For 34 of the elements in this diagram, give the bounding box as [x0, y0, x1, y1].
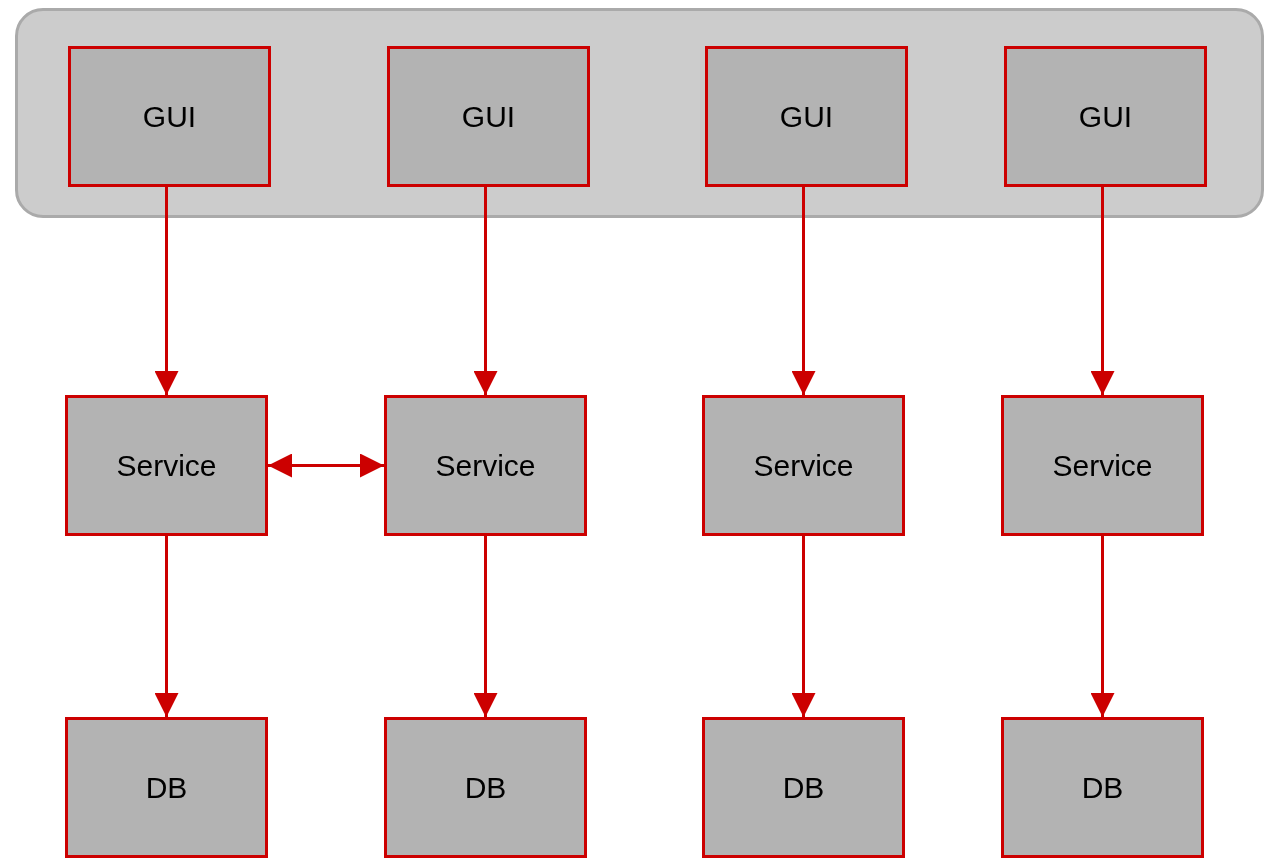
arrow — [791, 184, 816, 395]
arrow — [1090, 536, 1115, 717]
process-box — [1001, 717, 1204, 858]
arrow — [473, 184, 498, 395]
box-label: DB — [145, 770, 188, 806]
arrow — [791, 536, 816, 717]
process-box — [65, 395, 268, 536]
arrow — [473, 536, 498, 717]
process-box — [384, 395, 587, 536]
box-label: DB — [782, 770, 825, 806]
process-box — [702, 717, 905, 858]
process-box — [1001, 395, 1204, 536]
box-label: DB — [1081, 770, 1124, 806]
arrow — [268, 453, 384, 478]
arrow — [154, 536, 179, 717]
process-box — [68, 46, 271, 187]
process-box — [387, 46, 590, 187]
arrow — [154, 184, 179, 395]
process-box — [705, 46, 908, 187]
process-box — [65, 717, 268, 858]
process-box — [702, 395, 905, 536]
box-label: DB — [464, 770, 507, 806]
arrow — [1090, 184, 1115, 395]
process-box — [1004, 46, 1207, 187]
box-label: GUI — [779, 99, 834, 135]
box-label: Service — [116, 448, 217, 484]
box-label: Service — [753, 448, 854, 484]
box-label: GUI — [461, 99, 516, 135]
group-panel — [15, 8, 1264, 218]
box-label: Service — [435, 448, 536, 484]
box-label: GUI — [1078, 99, 1133, 135]
box-label: Service — [1052, 448, 1153, 484]
process-box — [384, 717, 587, 858]
box-label: GUI — [142, 99, 197, 135]
